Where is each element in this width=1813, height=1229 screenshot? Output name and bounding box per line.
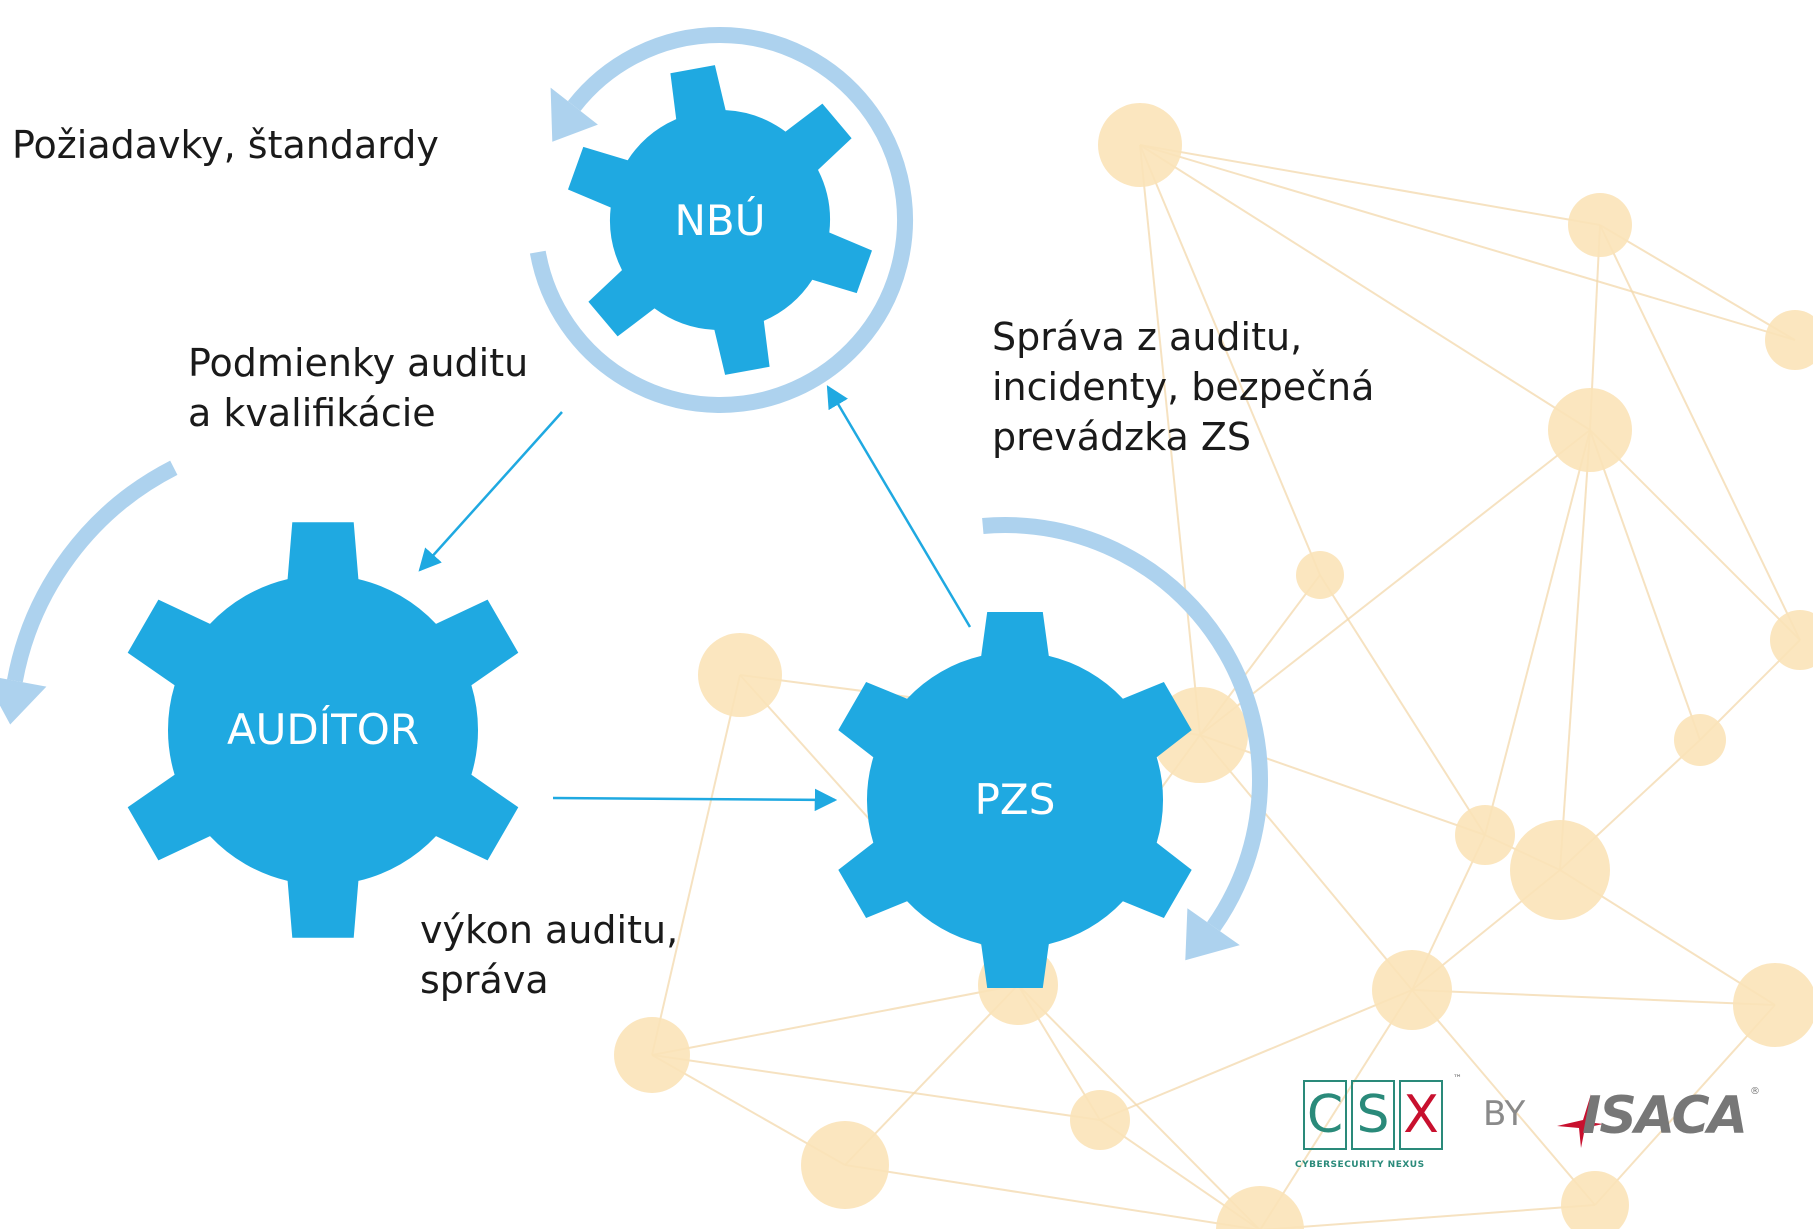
network-edge bbox=[1139, 144, 1201, 736]
network-node bbox=[1372, 950, 1452, 1030]
network-node bbox=[1455, 805, 1515, 865]
gear-auditor-label: AUDÍTOR bbox=[227, 704, 419, 754]
cycle-arrow-auditor bbox=[0, 460, 178, 725]
network-edge bbox=[1599, 224, 1801, 641]
network-node bbox=[801, 1121, 889, 1209]
gear-auditor-shape bbox=[127, 522, 519, 938]
network-edge bbox=[1589, 429, 1801, 641]
network-edge bbox=[1594, 1004, 1776, 1206]
logo-letter-s: S bbox=[1351, 1080, 1395, 1150]
network-edge bbox=[1139, 144, 1796, 341]
network-node bbox=[1548, 388, 1632, 472]
network-edge bbox=[1199, 429, 1591, 736]
logo-letter-x: X bbox=[1399, 1080, 1443, 1150]
logo-letter-c: C bbox=[1303, 1080, 1347, 1150]
network-edge bbox=[1319, 574, 1486, 836]
network-edge bbox=[1411, 989, 1596, 1206]
cycle-arrow-nbu-body bbox=[529, 26, 913, 413]
connector-nbu-to-auditor bbox=[418, 411, 563, 572]
network-node bbox=[1733, 963, 1813, 1047]
logo-registered: ® bbox=[1750, 1086, 1760, 1097]
network-edge bbox=[1099, 989, 1413, 1121]
network-node bbox=[1070, 1090, 1130, 1150]
network-node bbox=[1674, 714, 1726, 766]
network-node bbox=[1765, 310, 1813, 370]
network-edge bbox=[1259, 1204, 1596, 1229]
network-node bbox=[1216, 1186, 1304, 1229]
network-edge bbox=[1599, 224, 1796, 341]
network-edge bbox=[844, 1164, 1261, 1229]
network-edge bbox=[651, 1054, 1101, 1121]
network-node bbox=[1098, 103, 1182, 187]
network-edge bbox=[1259, 989, 1413, 1229]
network-node bbox=[698, 633, 782, 717]
network-edge bbox=[1017, 984, 1261, 1229]
gear-pzs-label: PZS bbox=[975, 775, 1056, 824]
cycle-arrow-pzs bbox=[982, 517, 1268, 961]
conditions-label: Podmienky auditu a kvalifikácie bbox=[188, 341, 529, 435]
execution-label: výkon auditu, správa bbox=[420, 908, 679, 1002]
requirements-label: Požiadavky, štandardy bbox=[12, 123, 439, 167]
logo-isaca: ISACA bbox=[1582, 1086, 1748, 1146]
network-edge bbox=[1199, 734, 1413, 991]
csx-by-isaca-logo: C S X ™ CYBERSECURITY NEXUS BY ISACA ® bbox=[1295, 1074, 1775, 1190]
gear-nbu-label: NBÚ bbox=[675, 195, 766, 245]
cycle-arrow-auditor-head bbox=[0, 678, 47, 725]
network-edge bbox=[651, 674, 741, 1056]
gear-nbu-shape bbox=[568, 65, 872, 375]
network-edge bbox=[1139, 144, 1601, 226]
network-edge bbox=[1411, 989, 1776, 1006]
network-edge bbox=[1139, 144, 1591, 431]
logo-trademark: ™ bbox=[1453, 1074, 1462, 1084]
gear-nbu: NBÚ bbox=[568, 65, 872, 375]
gear-pzs: PZS bbox=[838, 612, 1192, 988]
network-node bbox=[1296, 551, 1344, 599]
network-edge bbox=[1484, 429, 1591, 836]
network-edge bbox=[1559, 429, 1591, 871]
logo-subtitle: CYBERSECURITY NEXUS bbox=[1295, 1160, 1425, 1170]
isaca-star-icon bbox=[1557, 1094, 1603, 1148]
connector-auditor-to-pzs bbox=[552, 788, 838, 812]
cycle-arrow-nbu-head bbox=[550, 87, 598, 142]
cycle-arrow-pzs-head bbox=[1185, 908, 1240, 961]
gear-pzs-shape bbox=[838, 612, 1192, 988]
cycle-arrow-pzs-body bbox=[982, 517, 1268, 932]
network-node bbox=[1770, 610, 1813, 670]
report-label: Správa z auditu, incidenty, bezpečná pre… bbox=[992, 315, 1375, 459]
network-node bbox=[1568, 193, 1632, 257]
cycle-arrow-auditor-body bbox=[7, 460, 178, 683]
network-node bbox=[1510, 820, 1610, 920]
network-edge bbox=[651, 984, 1019, 1056]
logo-by: BY bbox=[1483, 1094, 1526, 1134]
connector-pzs-to-nbu bbox=[826, 385, 972, 628]
network-node bbox=[614, 1017, 690, 1093]
network-edge bbox=[1139, 144, 1321, 576]
gear-auditor: AUDÍTOR bbox=[127, 522, 519, 938]
network-node bbox=[1561, 1171, 1629, 1229]
network-edge bbox=[1199, 734, 1486, 836]
cycle-arrow-nbu bbox=[529, 26, 913, 413]
network-nodes bbox=[614, 103, 1813, 1229]
network-edge bbox=[1589, 429, 1701, 741]
